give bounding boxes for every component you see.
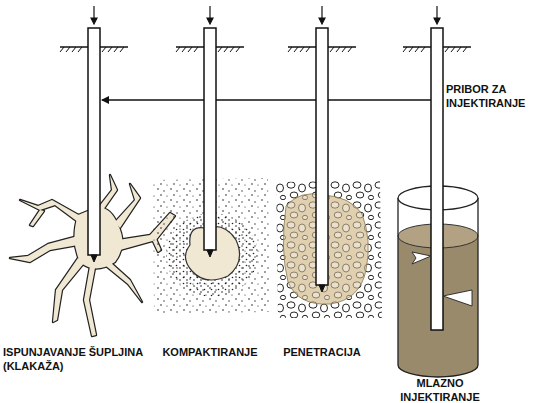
method-label: MLAZNO INJEKTIRANJE — [392, 376, 488, 403]
equipment-label: PRIBOR ZA INJEKTIRANJE — [446, 82, 542, 110]
method-label: PENETRACIJA — [283, 345, 361, 359]
method-label: KOMPAKTIRANJE — [162, 345, 257, 359]
method-label: ISPUNJAVANJE ŠUPLJINA (KLAKAŽA) — [3, 345, 175, 373]
